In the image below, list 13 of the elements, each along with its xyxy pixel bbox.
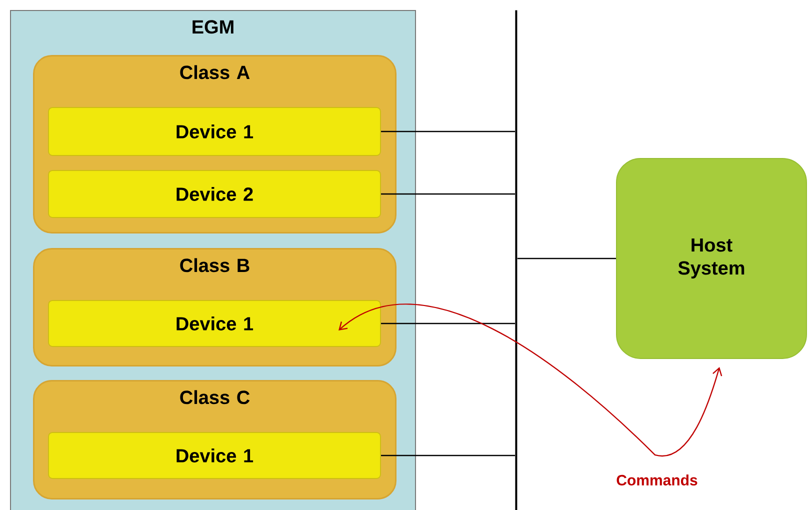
edge-label: Commands	[615, 473, 699, 486]
connector-line	[517, 258, 616, 260]
connector-line	[381, 130, 515, 132]
host-system-box: Host System	[616, 158, 807, 359]
curved-arrow	[338, 304, 722, 456]
connector-line	[381, 454, 515, 456]
bus-line	[515, 10, 518, 510]
connector-line	[381, 193, 515, 195]
device-box: Device 1	[48, 300, 381, 347]
connector-line	[381, 322, 515, 324]
device-box: Device 1	[48, 432, 381, 479]
device-box: Device 1	[48, 107, 381, 156]
device-box: Device 2	[48, 170, 381, 218]
